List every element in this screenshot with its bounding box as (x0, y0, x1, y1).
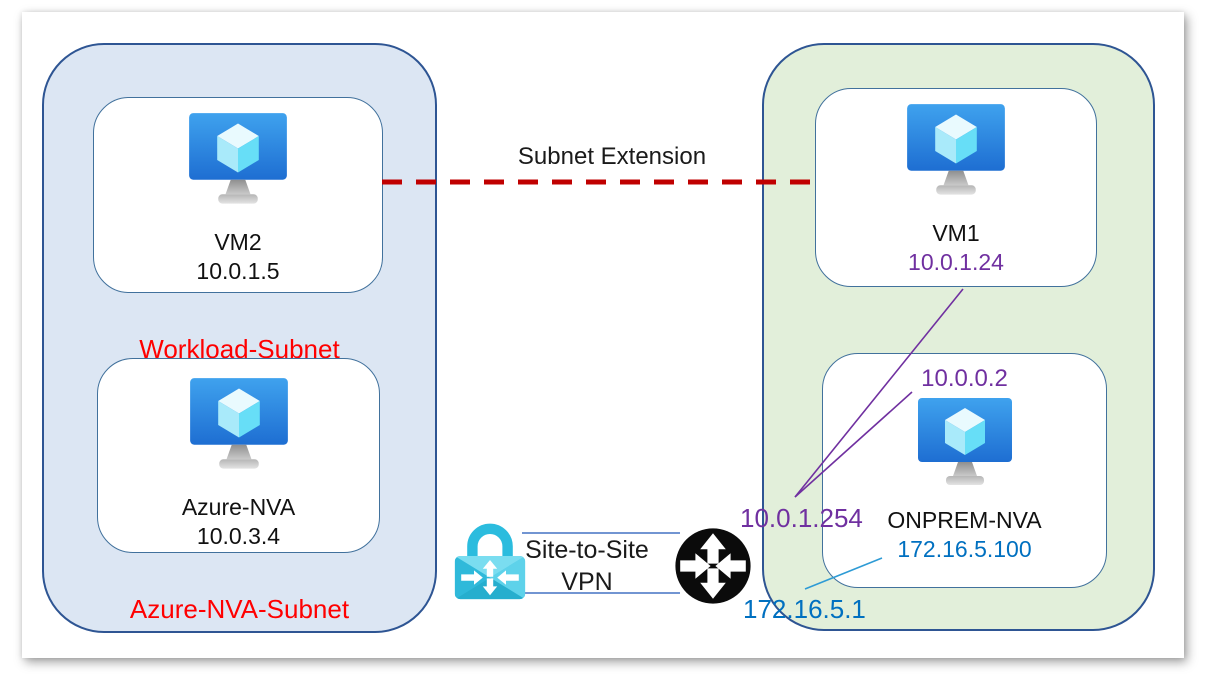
vm-icon (187, 376, 291, 476)
azure-nva-name: Azure-NVA (181, 494, 296, 520)
nva-outside-ip-label: 172.16.5.1 (743, 594, 866, 624)
router-icon (673, 526, 753, 606)
diagram-canvas: Workload-Subnet Azure-NVA-Subnet VM2 10.… (22, 12, 1184, 658)
vm2-name: VM2 (214, 229, 262, 255)
vm1-ip: 10.0.1.24 (908, 249, 1004, 275)
nva-inside-ip-label: 10.0.1.254 (740, 503, 863, 533)
azure-nva-node: Azure-NVA 10.0.3.4 (97, 358, 380, 553)
vm1-node: VM1 10.0.1.24 (815, 88, 1097, 287)
vm2-node: VM2 10.0.1.5 (93, 97, 383, 293)
vpn-label-line1: Site-to-Site (525, 536, 649, 564)
vpn-label-line2: VPN (561, 568, 613, 596)
vm-icon (913, 396, 1017, 492)
vm1-name: VM1 (932, 220, 980, 246)
onprem-nva-tunnel-ip: 10.0.0.2 (921, 365, 1008, 392)
vm-icon (186, 111, 290, 211)
onprem-nva-node: 10.0.0.2 ONPREM-NVA 172.16.5.100 (822, 353, 1107, 588)
azure-nva-subnet-label: Azure-NVA-Subnet (129, 594, 350, 624)
vm-icon (904, 102, 1008, 202)
azure-nva-ip: 10.0.3.4 (196, 523, 281, 549)
onprem-nva-name: ONPREM-NVA (887, 507, 1042, 533)
vm2-ip: 10.0.1.5 (196, 258, 280, 284)
onprem-nva-ip: 172.16.5.100 (897, 536, 1032, 562)
subnet-extension-label: Subnet Extension (517, 143, 707, 170)
